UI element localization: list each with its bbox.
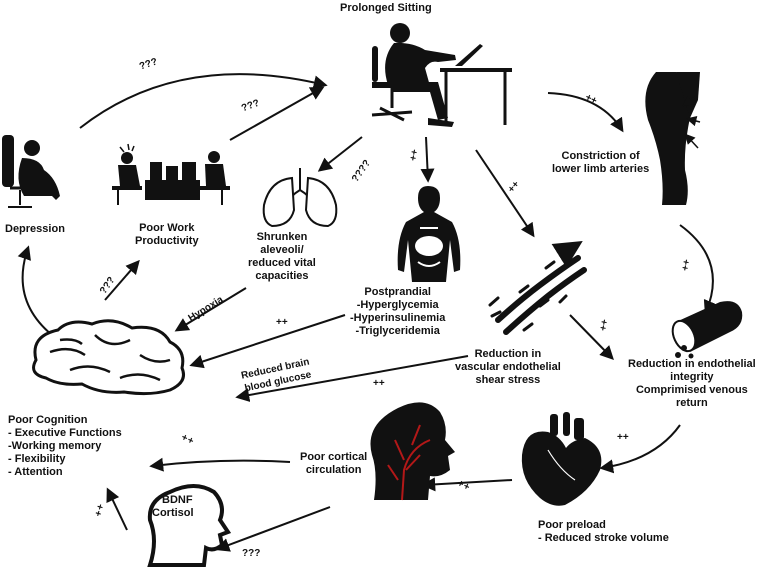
arrow-sitting-to-body xyxy=(420,136,435,183)
brain-icon xyxy=(32,319,185,396)
depression-label: Depression xyxy=(5,223,65,235)
arrow-heart-to-cortical xyxy=(421,477,513,492)
postprandial-label: Postprandial -Hyperglycemia -Hyperinsuli… xyxy=(350,286,446,337)
arrow-endothelial-to-heart xyxy=(599,424,681,474)
endothelium-icon xyxy=(488,241,587,335)
office-workers-icon xyxy=(112,143,230,205)
marker-shear-endothelial: ++ xyxy=(598,318,611,332)
marker-endothelial-heart: ++ xyxy=(617,432,629,443)
heart-icon xyxy=(521,412,602,506)
arrow-brain-to-depression xyxy=(17,245,53,336)
poor-preload-label: Poor preload - Reduced stroke volume xyxy=(538,519,669,544)
arrow-shear-to-endothelial xyxy=(569,314,614,361)
marker-legs-vessel: ++ xyxy=(680,258,693,272)
vessel-icon xyxy=(671,301,743,359)
arrow-sitting-to-lungs xyxy=(317,136,363,172)
shear-stress-label: Reduction in vascular endothelial shear … xyxy=(455,348,561,386)
arrow-sitting-to-legs xyxy=(547,92,624,133)
marker-head-bdnf: ??? xyxy=(242,548,261,559)
endothelial-integrity-label: Reduction in endothelial integrity Compr… xyxy=(628,358,756,409)
body-organs-icon xyxy=(397,186,461,282)
arrow-work-to-sitting xyxy=(229,86,325,141)
sitting-person-icon xyxy=(371,23,512,127)
arrow-shear-to-brain xyxy=(235,355,469,402)
marker-shear-brain: ++ xyxy=(373,378,385,389)
constriction-label: Constriction of lower limb arteries xyxy=(552,150,650,175)
bdnf-label: BDNF xyxy=(162,494,193,506)
cortical-circulation-label: Poor cortical circulation xyxy=(300,451,368,476)
lungs-label: Shrunken aleveoli/ reduced vital capacit… xyxy=(248,231,316,282)
arrow-head-to-bdnf xyxy=(215,506,331,552)
arrow-bdnf-to-cognition xyxy=(106,487,128,531)
lungs-icon xyxy=(262,168,338,228)
arrow-brain-to-work xyxy=(104,259,140,301)
arrow-depression-to-sitting xyxy=(79,73,328,129)
legs-icon xyxy=(645,72,701,205)
cortisol-label: Cortisol xyxy=(152,507,194,519)
arrow-legs-to-vessel xyxy=(679,224,717,315)
arrow-cortical-to-cognition xyxy=(149,457,291,472)
prolonged-sitting-label: Prolonged Sitting xyxy=(340,2,432,14)
arrow-sitting-to-shear xyxy=(475,149,535,238)
work-productivity-label: Poor Work Productivity xyxy=(135,222,199,247)
marker-sitting-body: ++ xyxy=(408,148,421,162)
head-circulation-icon xyxy=(370,402,455,501)
arrow-body-to-brain xyxy=(189,314,346,369)
poor-cognition-label: Poor Cognition - Executive Functions -Wo… xyxy=(8,414,122,478)
depressed-person-icon xyxy=(2,135,61,208)
marker-body-brain: ++ xyxy=(276,317,288,328)
head-silhouette-icon xyxy=(147,484,232,567)
arrow-lungs-to-brain xyxy=(174,287,247,332)
